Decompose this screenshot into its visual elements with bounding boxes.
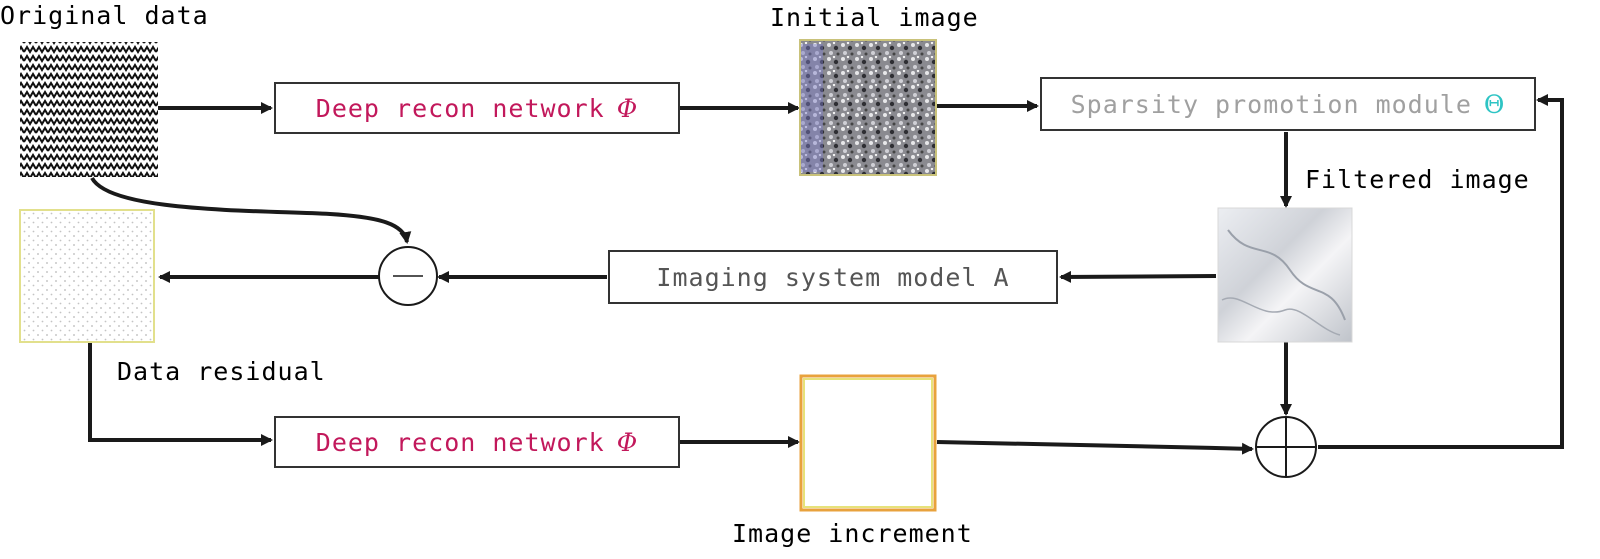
subtract-node bbox=[378, 246, 438, 306]
imaging-model-text: Imaging system model A bbox=[656, 262, 1010, 292]
image-increment-image bbox=[799, 374, 937, 512]
data-residual-label: Data residual bbox=[117, 357, 326, 386]
deep-recon-bottom-text: Deep recon network bbox=[315, 427, 605, 457]
imaging-system-model-block: Imaging system model A bbox=[608, 250, 1058, 304]
sparsity-promotion-block: Sparsity promotion module Θ bbox=[1040, 77, 1536, 131]
theta-symbol: Θ bbox=[1483, 89, 1506, 119]
phi-symbol: Φ bbox=[616, 427, 639, 457]
deep-recon-network-bottom-block: Deep recon network Φ bbox=[274, 416, 680, 468]
image-increment-label: Image increment bbox=[732, 519, 973, 548]
phi-symbol: Φ bbox=[616, 93, 639, 123]
filtered-image bbox=[1217, 207, 1353, 343]
sparsity-text: Sparsity promotion module bbox=[1070, 89, 1472, 119]
deep-recon-top-text: Deep recon network bbox=[315, 93, 605, 123]
original-data-image bbox=[20, 42, 158, 177]
add-node bbox=[1255, 416, 1317, 478]
deep-recon-network-top-block: Deep recon network Φ bbox=[274, 82, 680, 134]
initial-image-label: Initial image bbox=[770, 3, 979, 32]
data-residual-image bbox=[19, 209, 155, 343]
original-data-label: Original data bbox=[0, 1, 209, 30]
filtered-image-label: Filtered image bbox=[1305, 165, 1530, 194]
initial-image bbox=[799, 39, 937, 176]
